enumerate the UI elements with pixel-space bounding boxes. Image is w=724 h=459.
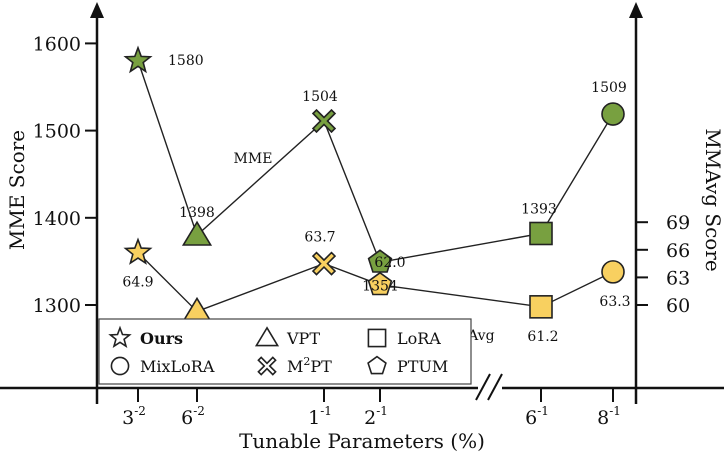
legend-label: MixLoRA [140, 357, 215, 376]
legend-marker-triangle [254, 326, 280, 347]
y-left-tick-label: 1500 [33, 121, 81, 143]
mmavg-marker-ptum [367, 271, 393, 296]
legend-label: M2PT [287, 355, 332, 376]
mme-series-label: MME [234, 151, 273, 167]
mme-marker-ours [123, 45, 153, 74]
mmavg-data-label: 63.7 [304, 230, 335, 246]
legend-label: VPT [286, 329, 320, 348]
y-right-tick-label: 69 [666, 212, 690, 234]
y-left-tick-label: 1400 [33, 208, 81, 230]
x-tick-label: 6-1 [525, 404, 549, 429]
y-right-tick-label: 63 [666, 267, 690, 289]
legend-marker-square [367, 328, 387, 348]
mme-data-label: 1354 [362, 278, 398, 294]
mmavg-data-label: 64.9 [122, 275, 153, 291]
legend-label: LoRA [397, 329, 441, 348]
x-tick-label: 3-2 [122, 404, 146, 429]
x-tick-label: 8-1 [597, 404, 621, 429]
y-axis-left-arrow [90, 2, 104, 18]
mme-marker-mixlora [601, 102, 625, 126]
legend-label: PTUM [397, 357, 448, 376]
y-axis-right-arrow [629, 2, 643, 18]
mme-data-label: 1393 [521, 201, 557, 217]
mmavg-marker-m2pt [311, 251, 337, 276]
x-tick-label: 6-2 [181, 404, 205, 429]
mme-marker-vpt [181, 220, 213, 246]
mmavg-series-line [137, 252, 614, 313]
legend: Ours VPT LoRA MixLoRA M2PT PTUM [98, 318, 472, 385]
y-axis-right-title: MMAvg Score [701, 128, 724, 271]
mmavg-marker-mixlora [601, 260, 625, 284]
x-tick-label: 2-1 [364, 404, 388, 429]
legend-marker-cross [257, 356, 277, 376]
axis-break-mark [487, 373, 503, 401]
y-left-tick-label: 1300 [33, 295, 81, 317]
x-axis-title: Tunable Parameters (%) [239, 429, 485, 453]
mme-data-label: 1398 [179, 205, 215, 221]
mme-marker-m2pt [311, 108, 337, 134]
mmavg-data-label: 62.0 [374, 255, 405, 271]
mmavg-marker-ours [123, 237, 153, 265]
x-tick-label: 1-1 [308, 404, 332, 429]
legend-label: Ours [140, 329, 183, 348]
legend-box [98, 318, 472, 385]
y-axis-left-title: MME Score [5, 130, 29, 250]
y-right-tick-label: 66 [666, 240, 690, 262]
mme-data-label: 1580 [168, 53, 204, 69]
legend-marker-pentagon [367, 355, 387, 375]
legend-marker-circle [110, 356, 130, 376]
data-markers [123, 45, 625, 322]
mmavg-data-label: 63.3 [599, 294, 630, 310]
axis-break-mark [475, 373, 491, 401]
mme-data-label: 1504 [302, 89, 338, 105]
mmavg-data-label: 61.2 [527, 329, 558, 345]
mmavg-marker-lora [529, 295, 553, 319]
y-right-tick-label: 60 [666, 295, 690, 317]
mme-marker-lora [529, 221, 553, 246]
mme-series-line [137, 60, 614, 264]
legend-marker-star [108, 325, 132, 349]
mme-data-label: 1509 [591, 80, 627, 96]
series-lines [137, 60, 614, 313]
y-left-tick-label: 1600 [33, 33, 81, 55]
